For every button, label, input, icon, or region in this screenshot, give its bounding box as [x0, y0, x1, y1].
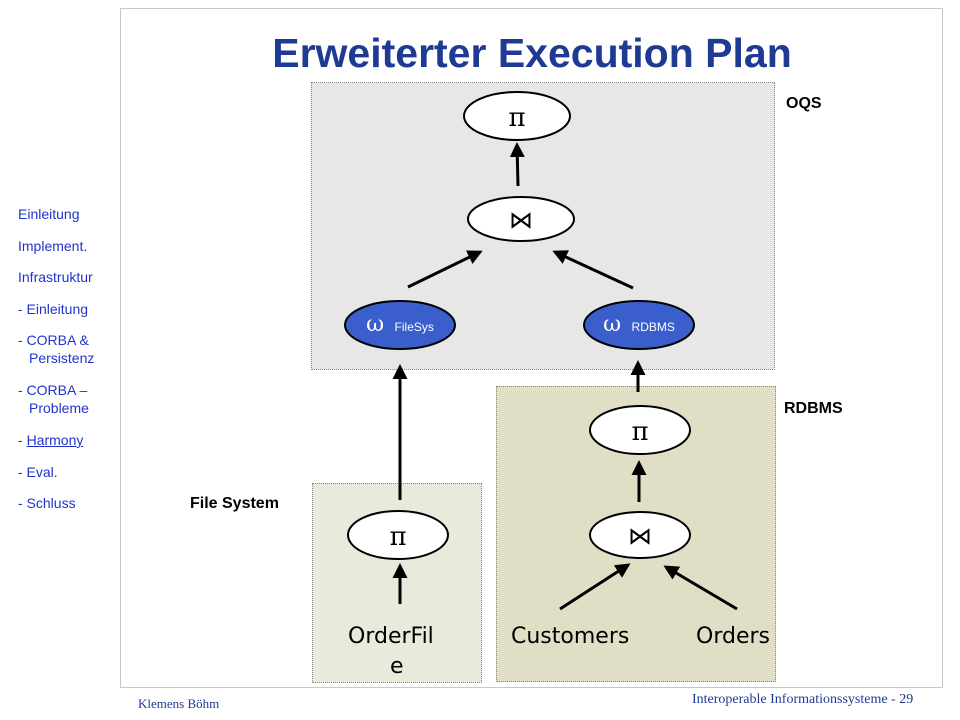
- leaf-customers: Customers: [511, 624, 630, 649]
- edge-omega-filesys-to-join: [407, 250, 483, 289]
- slide-title: Erweiterter Execution Plan: [272, 30, 792, 76]
- nav-item-schluss[interactable]: - Schluss: [18, 495, 76, 511]
- rdbms-join-symbol: ⋈: [628, 522, 652, 550]
- nav-item-harmony-prefix: -: [18, 432, 27, 448]
- oqs-join-symbol: ⋈: [509, 206, 533, 234]
- rdbms-join-node: [589, 511, 691, 559]
- nav-item-infrastruktur[interactable]: Infrastruktur: [18, 269, 93, 285]
- nav-item-sub-einleitung[interactable]: - Einleitung: [18, 300, 89, 317]
- omega-rdbms-label: RDBMS: [632, 320, 675, 334]
- oqs-projection-node: [463, 91, 571, 141]
- leaf-orderfile-line1: OrderFil: [348, 624, 434, 649]
- nav-item-implement[interactable]: Implement.: [18, 237, 88, 254]
- omega-rdbms-node: [583, 300, 695, 350]
- oqs-label: OQS: [786, 95, 822, 112]
- file-system-label: File System: [190, 495, 279, 512]
- leaf-orderfile-line2: e: [390, 654, 404, 679]
- omega-filesys-label: FileSys: [395, 320, 434, 334]
- oqs-join-node: [467, 196, 575, 242]
- edge-omega-rdbms-to-join: [552, 250, 634, 290]
- nav-sidebar: Einleitung Implement. Infrastruktur - Ei…: [18, 205, 122, 526]
- nav-item-corba-probleme-line1: - CORBA –: [18, 382, 88, 398]
- nav-item-corba-persistenz-line1: - CORBA &: [18, 332, 89, 348]
- oqs-projection-symbol: π: [508, 103, 525, 133]
- omega-filesys-symbol: ω: [366, 312, 384, 337]
- rdbms-projection-node: [589, 405, 691, 455]
- fs-projection-symbol: π: [389, 522, 406, 552]
- omega-filesys-node: [344, 300, 456, 350]
- nav-item-harmony-link[interactable]: Harmony: [26, 432, 84, 448]
- edge-customers-to-rdb-join: [559, 563, 631, 611]
- nav-item-harmony[interactable]: - Harmony: [18, 431, 122, 463]
- rdbms-projection-symbol: π: [631, 417, 648, 447]
- nav-item-einleitung[interactable]: Einleitung: [18, 206, 80, 222]
- nav-item-corba-persistenz[interactable]: - CORBA & Persistenz: [18, 331, 122, 381]
- nav-item-corba-persistenz-line2: Persistenz: [29, 350, 95, 366]
- footer-course-page: Interoperable Informationssysteme - 29: [692, 692, 914, 707]
- edge-join-to-pi: [509, 142, 525, 187]
- omega-rdbms-symbol: ω: [603, 312, 621, 337]
- slide-frame: [120, 8, 943, 688]
- nav-item-corba-probleme[interactable]: - CORBA – Probleme: [18, 381, 122, 431]
- rdbms-label: RDBMS: [784, 400, 843, 417]
- footer-author: Klemens Böhm: [138, 696, 220, 711]
- edge-orders-to-rdb-join: [663, 565, 738, 611]
- fs-projection-node: [347, 510, 449, 560]
- omega-filesys-text: ω FileSys: [366, 312, 434, 337]
- omega-rdbms-text: ω RDBMS: [603, 312, 675, 337]
- nav-item-corba-probleme-line2: Probleme: [29, 400, 89, 416]
- nav-item-eval[interactable]: - Eval.: [18, 463, 58, 480]
- leaf-orders: Orders: [696, 624, 770, 649]
